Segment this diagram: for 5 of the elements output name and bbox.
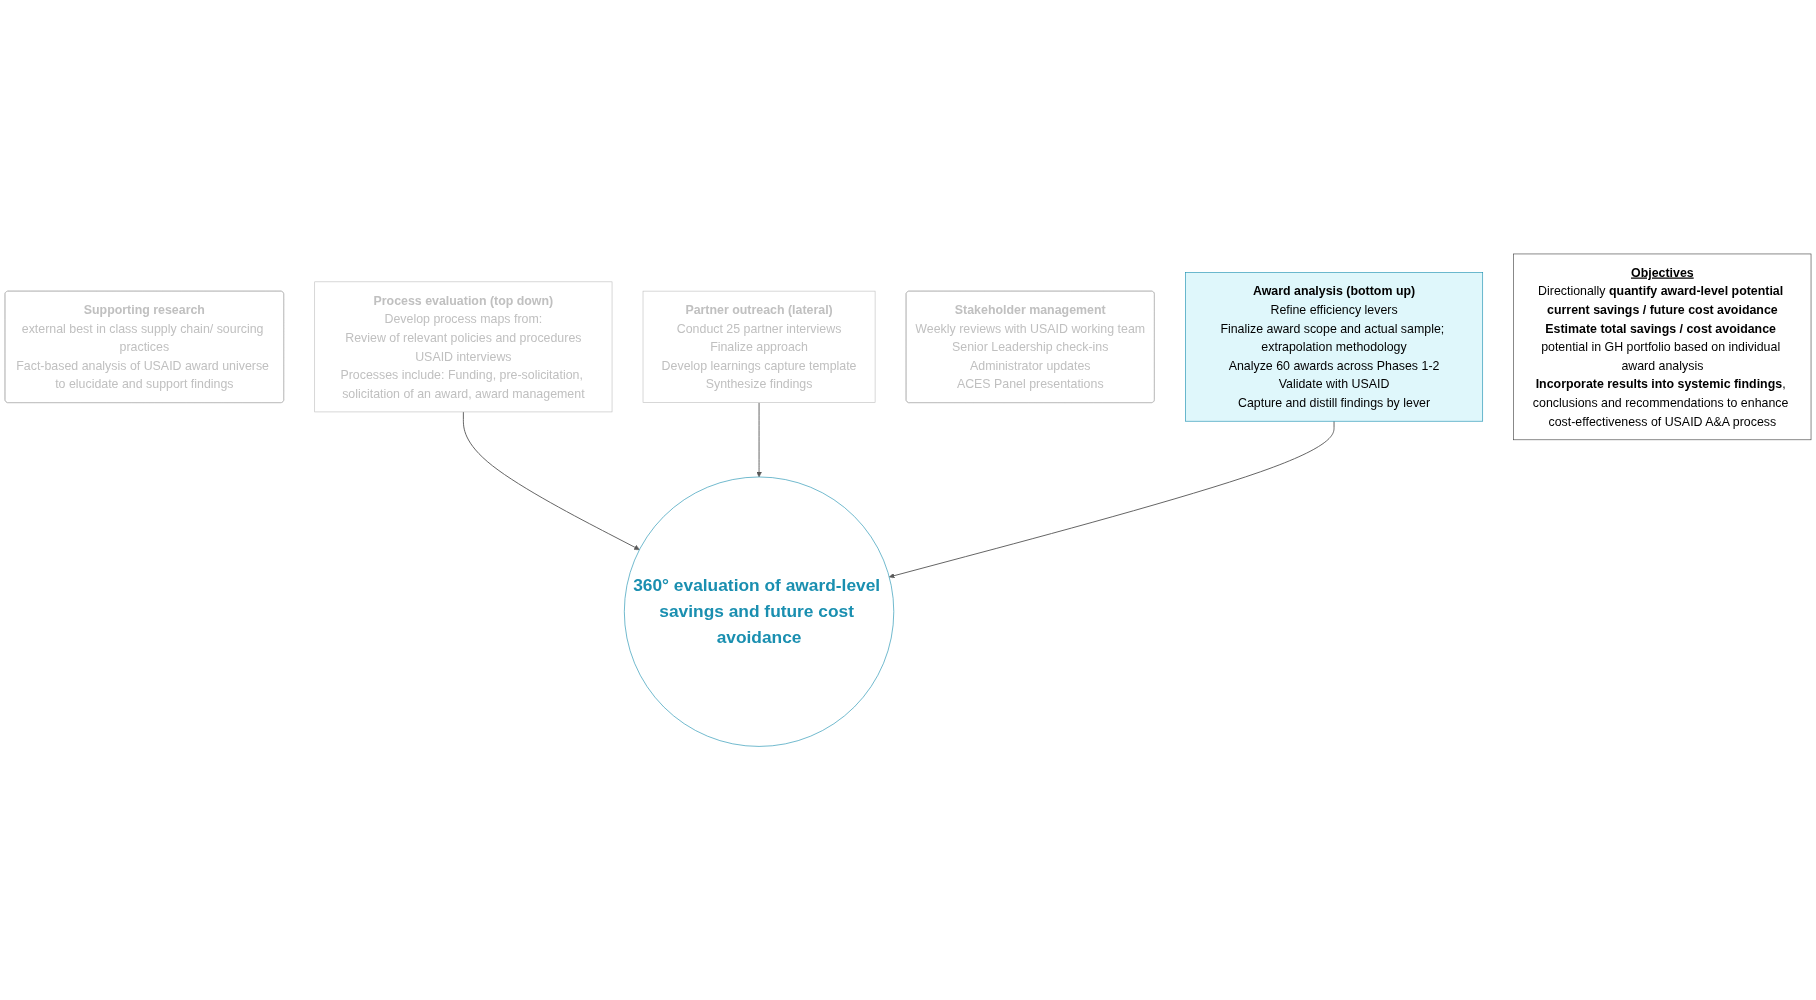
node-box: Process evaluation (top down) Develop process maps from: Review of relevant policies and procedures USAID interviews Processes include: Funding, pre-solicitation, solicitation of an award, award management xyxy=(314,281,613,413)
node-box: Partner outreach (lateral) Conduct 25 partner interviews Finalize approach Develop learnings capture template Synthesize findings xyxy=(642,290,876,403)
node-box: Award analysis (bottom up) Refine efficiency levers Finalize award scope and actual sample; extrapolation methodology Analyze 60 awards across Phases 1-2 Validate with USAID Capture and distill findings by lever xyxy=(1185,272,1483,422)
node-circle: 360° evaluation of award-level savings and future cost avoidance xyxy=(624,476,895,747)
node-box: Objectives Directionally quantify award-level potential current savings / future cost avoidance Estimate total savings / cost avoidance potential in GH portfolio based on individual award analysis Incorporate results into systemic findings, conclusions and recommendations to enhance cost-effectiveness of USAID A&A process xyxy=(1513,253,1812,440)
